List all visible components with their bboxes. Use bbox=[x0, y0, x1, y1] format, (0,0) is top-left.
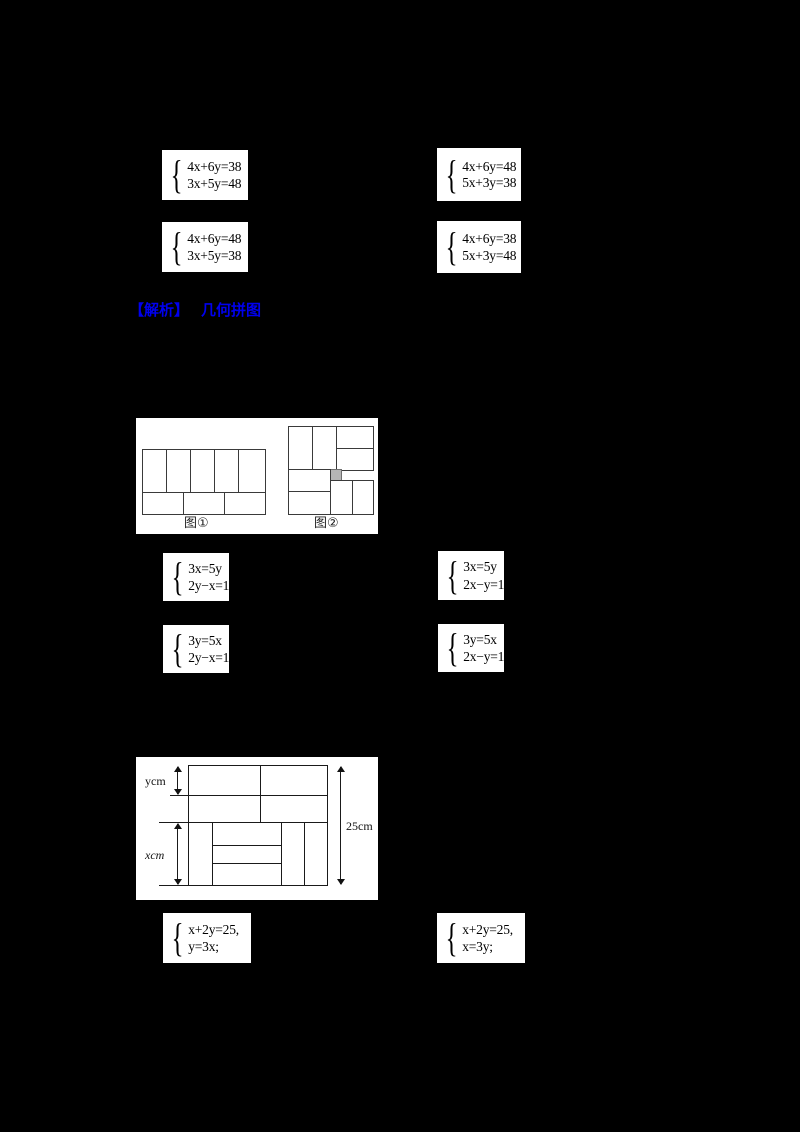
rule-bottom bbox=[159, 885, 328, 887]
dim-label-x: xcm bbox=[145, 848, 165, 862]
q1-option-c: { 4x+6y=48 3x+5y=38 bbox=[162, 222, 248, 272]
left-brace-icon: { bbox=[171, 554, 184, 600]
figure-1-left-diagram bbox=[142, 449, 266, 515]
q1-option-a: { 4x+6y=38 3x+5y=48 bbox=[162, 150, 248, 200]
equation-line: 5x+3y=48 bbox=[462, 247, 517, 263]
equation-line: y=3x; bbox=[188, 939, 219, 954]
figure-1-panel: 图① 图② bbox=[136, 418, 378, 534]
tile-top-1 bbox=[142, 449, 167, 493]
equation-line: 4x+6y=48 bbox=[462, 158, 517, 174]
tile-top-3 bbox=[190, 449, 215, 493]
equation-line: 3x=5y bbox=[188, 560, 222, 576]
equation-line: 3x=5y bbox=[463, 559, 497, 574]
equation-line: 2x−y=1 bbox=[463, 649, 505, 664]
section-heading: 【解析】几何拼图 bbox=[129, 303, 261, 318]
q2-option-a: { 3x=5y 2y−x=1 bbox=[163, 553, 229, 601]
tile-r-2 bbox=[312, 426, 337, 470]
equation-line: 3x+5y=48 bbox=[187, 175, 242, 191]
left-brace-icon: { bbox=[445, 224, 458, 270]
left-brace-icon: { bbox=[171, 626, 184, 672]
equation-line: 2y−x=1 bbox=[188, 650, 230, 665]
rule-v-b1 bbox=[212, 822, 214, 885]
equation-line: 2x−y=1 bbox=[463, 576, 505, 592]
figure-1-caption-left: 图① bbox=[184, 516, 209, 531]
equation-line: 3y=5x bbox=[188, 632, 222, 648]
q3-option-a: { x+2y=25, y=3x; bbox=[163, 913, 251, 963]
rule-shelf-1 bbox=[212, 845, 281, 847]
left-brace-icon: { bbox=[445, 915, 458, 961]
q1-option-d: { 4x+6y=38 5x+3y=48 bbox=[437, 221, 521, 273]
tile-bottom-2 bbox=[183, 492, 225, 515]
rule-v-b3 bbox=[304, 822, 306, 885]
equation-line: 4x+6y=38 bbox=[187, 159, 242, 174]
tile-bottom-3 bbox=[224, 492, 266, 515]
dim-arrow-x-bottom bbox=[174, 879, 182, 885]
dim-arrow-y-bottom bbox=[174, 789, 182, 795]
equation-line: x+2y=25, bbox=[462, 921, 513, 937]
rule-y-band bbox=[170, 795, 328, 797]
equation-line: x+2y=25, bbox=[188, 921, 239, 937]
left-brace-icon: { bbox=[445, 151, 458, 197]
rule-v-top-split bbox=[260, 765, 262, 822]
tile-r-6 bbox=[288, 491, 331, 515]
dim-label-total: 25cm bbox=[346, 819, 373, 833]
q2-option-d: { 3y=5x 2x−y=1 bbox=[438, 624, 504, 672]
tile-r-4 bbox=[336, 448, 374, 471]
tile-top-2 bbox=[166, 449, 191, 493]
left-brace-icon: { bbox=[171, 915, 184, 961]
dim-arrow-total-top bbox=[337, 766, 345, 772]
dim-arrow-y-top bbox=[174, 766, 182, 772]
dim-line-x bbox=[177, 824, 179, 884]
equation-line: 4x+6y=38 bbox=[462, 231, 517, 246]
tile-r-3 bbox=[336, 426, 374, 449]
equation-line: 3x+5y=38 bbox=[187, 247, 242, 263]
dim-line-y bbox=[177, 767, 179, 794]
left-brace-icon: { bbox=[446, 552, 459, 598]
left-brace-icon: { bbox=[446, 625, 459, 671]
tile-bottom-1 bbox=[142, 492, 184, 515]
dim-line-total bbox=[340, 767, 342, 884]
figure-2-panel: ycm xcm 25cm bbox=[136, 757, 378, 900]
equation-line: 2y−x=1 bbox=[188, 578, 230, 593]
q3-option-b: { x+2y=25, x=3y; bbox=[437, 913, 525, 963]
left-brace-icon: { bbox=[170, 224, 183, 270]
equation-line: 3y=5x bbox=[463, 631, 497, 647]
tile-top-5 bbox=[238, 449, 266, 493]
equation-line: 5x+3y=38 bbox=[462, 175, 517, 190]
tile-r-5 bbox=[288, 469, 331, 492]
rule-v-left bbox=[188, 765, 190, 885]
section-heading-analysis: 【解析】 bbox=[129, 301, 190, 319]
figure-1-right-diagram bbox=[288, 426, 374, 515]
rule-v-right bbox=[327, 765, 329, 885]
dim-arrow-total-bottom bbox=[337, 879, 345, 885]
rule-top bbox=[188, 765, 328, 767]
tile-r-7 bbox=[330, 480, 353, 515]
q1-option-b: { 4x+6y=48 5x+3y=38 bbox=[437, 148, 521, 201]
rule-shelf-2 bbox=[212, 863, 281, 865]
q2-option-b: { 3x=5y 2x−y=1 bbox=[438, 551, 504, 600]
rule-v-b2 bbox=[281, 822, 283, 885]
tile-r-1 bbox=[288, 426, 313, 470]
tile-top-4 bbox=[214, 449, 239, 493]
equation-line: x=3y; bbox=[462, 939, 493, 954]
dim-label-y: ycm bbox=[145, 774, 166, 788]
rule-mid bbox=[159, 822, 328, 824]
section-heading-topic: 几何拼图 bbox=[201, 301, 262, 319]
figure-1-caption-right: 图② bbox=[314, 516, 339, 531]
equation-line: 4x+6y=48 bbox=[187, 231, 242, 246]
dim-arrow-x-top bbox=[174, 823, 182, 829]
tile-r-8 bbox=[352, 480, 374, 515]
q2-option-c: { 3y=5x 2y−x=1 bbox=[163, 625, 229, 673]
left-brace-icon: { bbox=[170, 152, 183, 198]
